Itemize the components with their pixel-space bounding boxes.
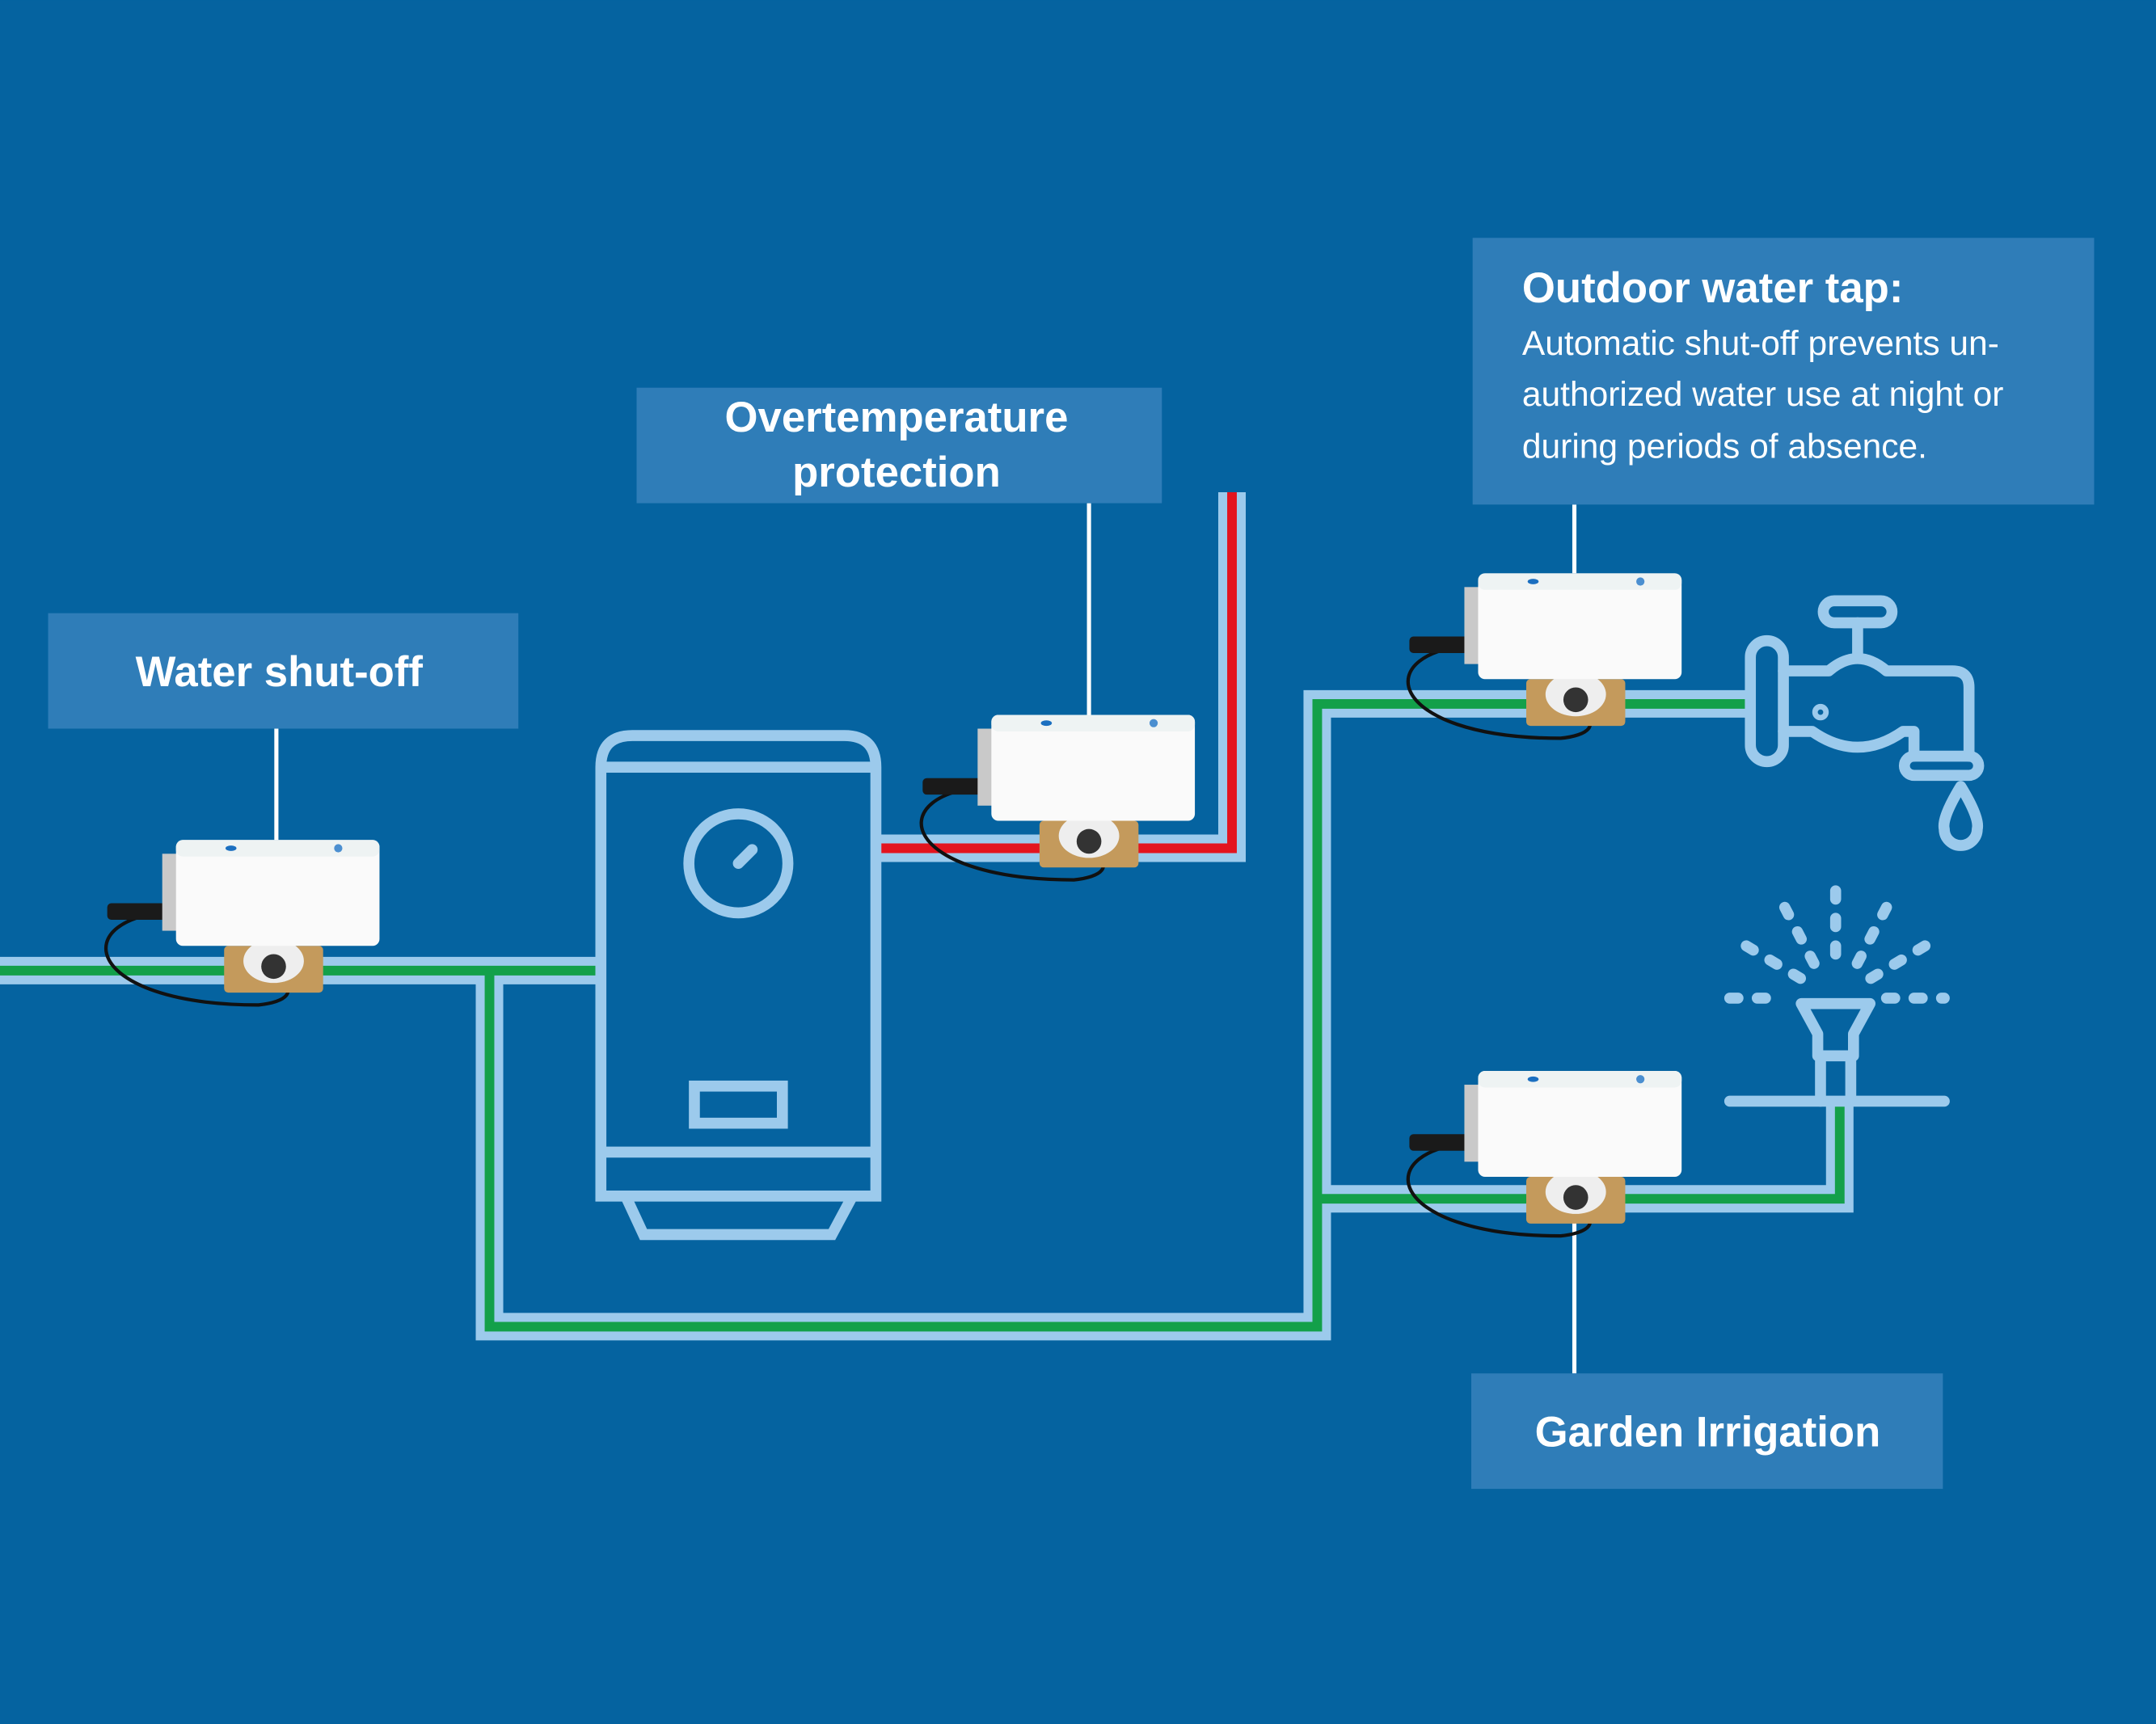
sprinkler-icon xyxy=(1724,885,1950,1107)
label-water-shutoff: Water shut-off xyxy=(48,613,519,729)
label-outdoor-tap: Outdoor water tap: Automatic shut-off pr… xyxy=(1472,238,2095,505)
label-overtemperature: Overtemperature protection xyxy=(636,387,1162,504)
label-text: Overtemperature xyxy=(725,394,1069,441)
outdoor-tap-icon xyxy=(1745,595,1985,851)
hot-water-pipe xyxy=(877,491,1247,862)
label-text: Water shut-off xyxy=(136,648,424,696)
label-title: Outdoor water tap: xyxy=(1522,264,1904,312)
cold-water-pipes xyxy=(0,689,1854,1341)
label-body: authorized water use at night or xyxy=(1522,376,2004,414)
label-text: Garden Irrigation xyxy=(1535,1408,1881,1456)
water-heater-icon xyxy=(595,730,882,1241)
label-text: protection xyxy=(792,449,1001,496)
label-body: during periods of absence. xyxy=(1522,428,1927,466)
label-garden-irrigation: Garden Irrigation xyxy=(1470,1373,1943,1490)
label-body: Automatic shut-off prevents un- xyxy=(1522,325,1999,363)
